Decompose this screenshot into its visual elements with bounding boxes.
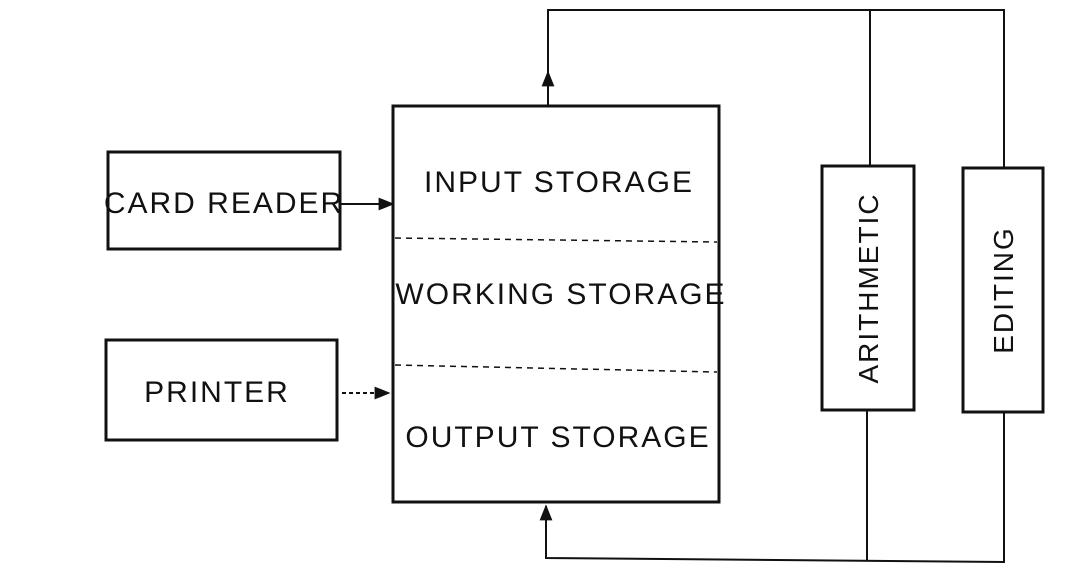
- editing-box: [961, 166, 1045, 414]
- input-storage-label: INPUT STORAGE: [424, 166, 694, 199]
- printer-box: [104, 338, 339, 442]
- card-reader-label: CARD READER: [104, 187, 344, 220]
- storage-divider-1: [394, 237, 718, 243]
- printer-label: PRINTER: [144, 376, 290, 409]
- card-reader-box: [106, 150, 342, 251]
- working-storage-label: WORKING STORAGE: [395, 278, 726, 311]
- main-storage-box: [391, 104, 721, 504]
- output-storage-label: OUTPUT STORAGE: [405, 421, 710, 454]
- top-bus-line: [547, 9, 1005, 168]
- arithmetic-label: ARITHMETIC: [853, 192, 884, 383]
- arithmetic-box: [820, 164, 916, 412]
- editing-label: EDITING: [988, 226, 1019, 354]
- storage-divider-2: [394, 364, 718, 373]
